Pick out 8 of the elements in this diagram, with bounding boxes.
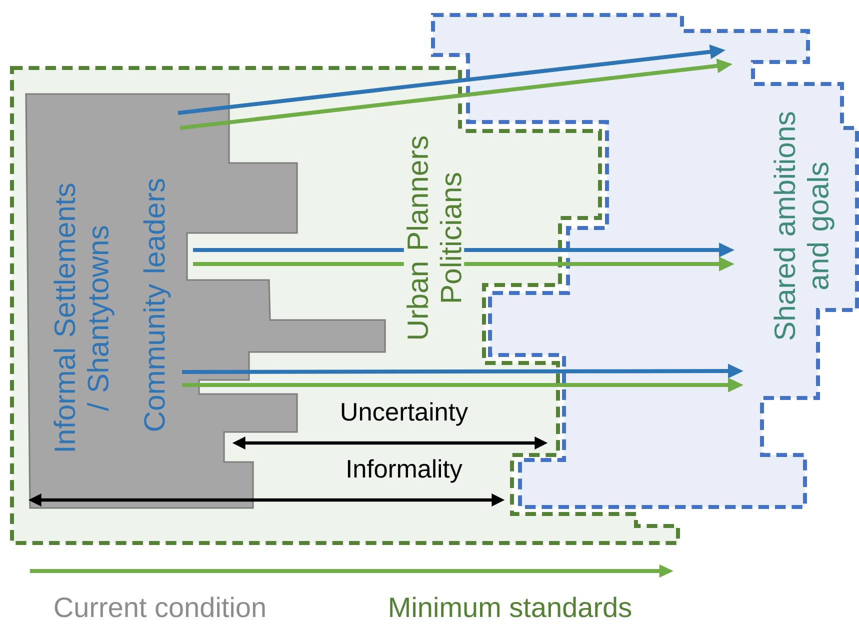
dimension-label: Informality (348, 459, 462, 483)
node-text: Informal Settlements / Shantytowns (54, 184, 114, 451)
node-text: Urban Planners Politicians (404, 128, 464, 348)
dimension-label: Uncertainty (342, 402, 468, 426)
node-text: Community leaders (143, 178, 171, 431)
axis-label: Current condition (54, 596, 265, 618)
node-text: Shared ambitions and goals (774, 112, 834, 340)
axis-label: Minimum standards (390, 596, 632, 618)
